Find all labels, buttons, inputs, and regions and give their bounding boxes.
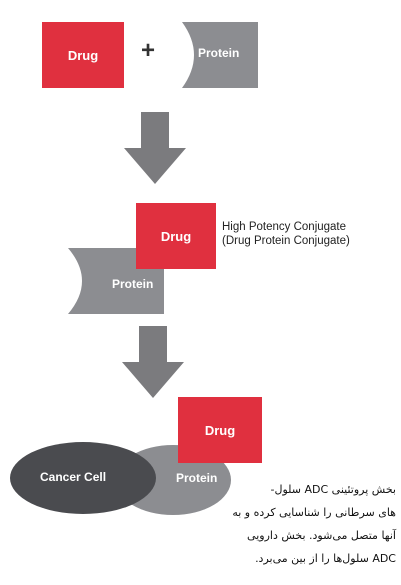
drug-box-step1: Drug: [42, 22, 124, 88]
caption-subtitle: (Drug Protein Conjugate): [222, 235, 350, 247]
plus-sign: +: [141, 37, 156, 64]
cancer-cell-shape: [10, 442, 156, 514]
note-line-1: بخش پروتئینی ADC سلول-: [270, 483, 397, 496]
protein-shape-step1: [182, 22, 258, 88]
conjugate-caption: High Potency Conjugate (Drug Protein Con…: [222, 220, 350, 248]
note-line-4: ADC سلول‌ها را از بین می‌برد.: [255, 552, 396, 565]
down-arrow-1: [124, 112, 186, 184]
drug-box-step3: Drug: [178, 397, 262, 463]
drug-label: Drug: [67, 47, 99, 63]
protein-label: Protein: [112, 277, 154, 291]
down-arrow-2: [122, 326, 184, 398]
drug-label: Drug: [204, 422, 236, 438]
note-line-3: آنها متصل می‌شود. بخش دارویی: [247, 529, 396, 542]
protein-label: Protein: [176, 471, 218, 485]
cancer-cell-oval: [10, 442, 156, 514]
cancer-cell-label: Cancer Cell: [40, 470, 107, 484]
drug-label: Drug: [160, 228, 192, 244]
protein-crescent: [182, 22, 258, 88]
note-line-2: های سرطانی را شناسایی کرده و به: [232, 506, 396, 519]
drug-box-step2: Drug: [136, 203, 216, 269]
persian-note: بخش پروتئینی ADC سلول- های سرطانی را شنا…: [230, 478, 396, 570]
protein-label: Protein: [198, 46, 240, 60]
caption-title: High Potency Conjugate: [222, 221, 347, 233]
